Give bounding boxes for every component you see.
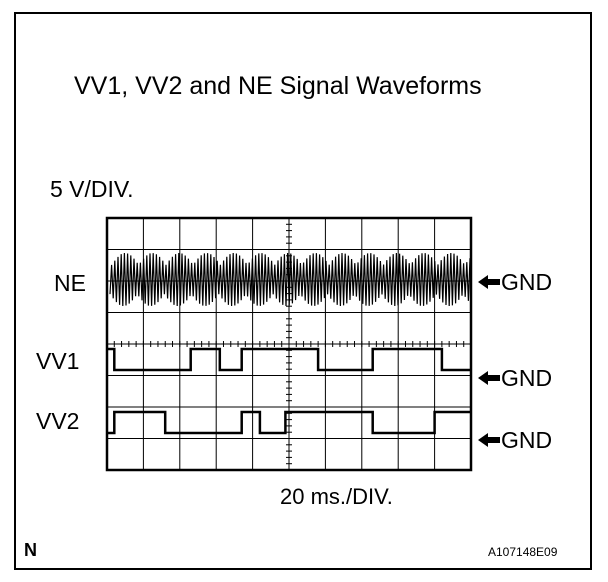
ne-waveform <box>109 252 471 307</box>
volts-per-div-label: 5 V/DIV. <box>50 176 134 202</box>
ne-ground-label: GND <box>501 268 553 295</box>
ne-channel-label: NE <box>54 270 86 296</box>
figure-title: VV1, VV2 and NE Signal Waveforms <box>74 72 482 100</box>
vv2-waveform <box>107 410 471 435</box>
corner-letter: N <box>24 540 37 560</box>
vv2-channel-label: VV2 <box>36 408 80 434</box>
scope-center-ticks <box>113 223 472 465</box>
left-arrow-icon <box>478 433 500 447</box>
vv1-channel-label: VV1 <box>36 348 80 374</box>
left-arrow-icon <box>478 275 500 289</box>
figure-id: A107148E09 <box>488 545 558 559</box>
vv1-waveform <box>107 347 471 372</box>
figure-frame <box>14 12 592 570</box>
vv1-ground-marker: GND <box>478 365 552 391</box>
vv1-ground-label: GND <box>501 364 553 391</box>
time-per-div-label: 20 ms./DIV. <box>280 484 393 509</box>
vv2-ground-marker: GND <box>478 427 552 453</box>
scope-border <box>105 216 473 472</box>
left-arrow-icon <box>478 371 500 385</box>
vv2-ground-label: GND <box>501 426 553 453</box>
ne-ground-marker: GND <box>478 269 552 295</box>
